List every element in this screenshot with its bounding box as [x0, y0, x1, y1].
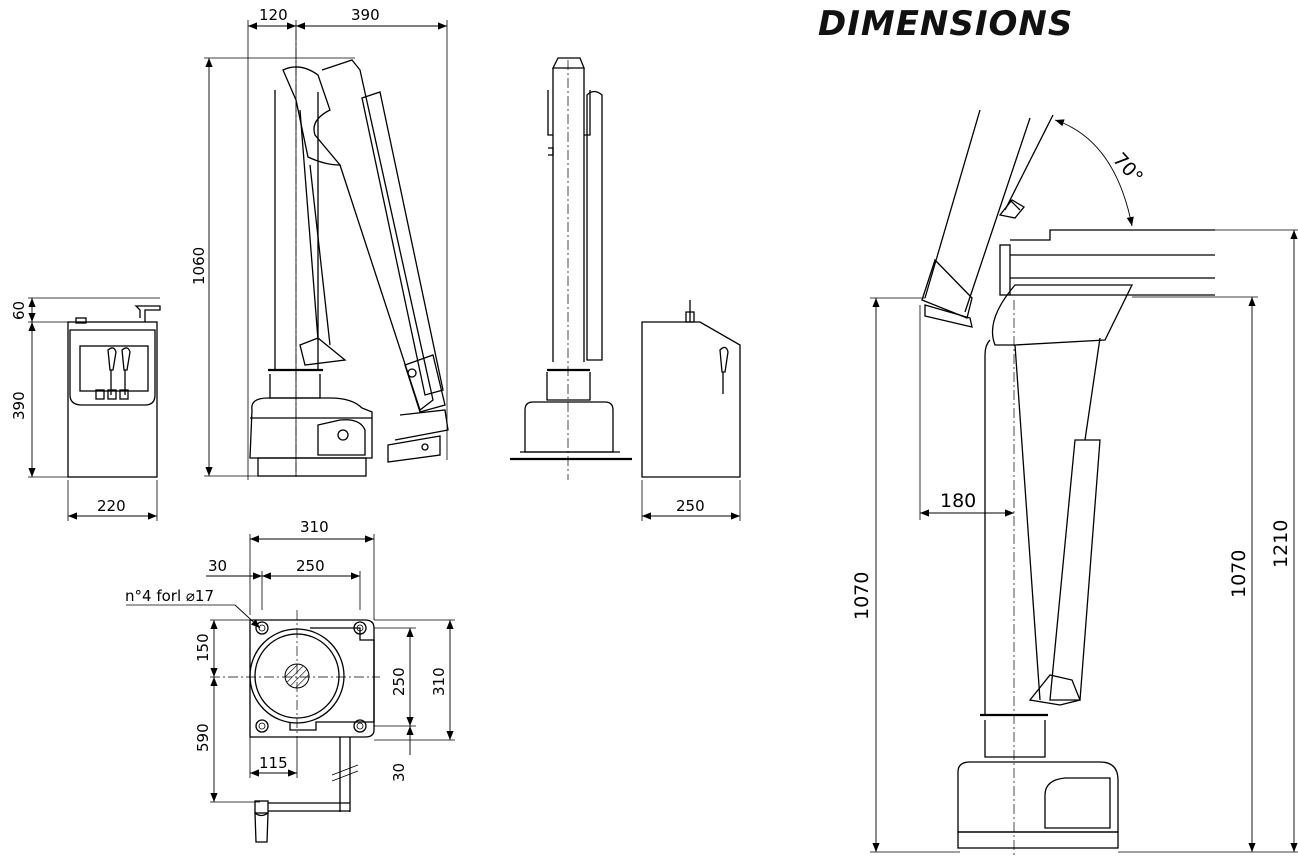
angle-70: 70° [1108, 149, 1147, 189]
dim-1070-inner: 1070 [1228, 550, 1250, 598]
dim-1060: 1060 [190, 247, 208, 285]
dim-1210: 1210 [1270, 520, 1292, 568]
dim-310-right: 310 [430, 667, 448, 696]
front-view: 250 [510, 57, 741, 521]
page-title: DIMENSIONS [818, 4, 1073, 44]
dim-180: 180 [940, 490, 976, 512]
dim-150: 150 [194, 633, 212, 662]
dim-250-right: 250 [390, 667, 408, 696]
mounting-hole [255, 621, 367, 733]
holes-note: n°4 forl ⌀17 [125, 587, 214, 605]
dim-390-top: 390 [351, 6, 380, 24]
dim-120: 120 [259, 6, 288, 24]
dim-1070-left: 1070 [851, 572, 873, 620]
extended-view: 70° 180 1070 1070 1210 [851, 109, 1298, 856]
base-plan-view: 310 30 250 n°4 forl ⌀17 150 590 [125, 518, 455, 843]
dim-590: 590 [194, 723, 212, 752]
dim-250-holes: 250 [296, 557, 325, 575]
dim-310-top: 310 [300, 518, 329, 536]
control-box-front: 60 390 220 [10, 297, 161, 521]
dim-60: 60 [10, 301, 28, 320]
dim-30-top: 30 [208, 557, 227, 575]
dim-250-front: 250 [676, 497, 705, 515]
dim-30-bottom: 30 [390, 763, 408, 782]
dim-390-box: 390 [10, 391, 28, 420]
dim-220: 220 [97, 497, 126, 515]
dim-115: 115 [259, 754, 288, 772]
side-view: 120 390 1060 [190, 6, 449, 480]
